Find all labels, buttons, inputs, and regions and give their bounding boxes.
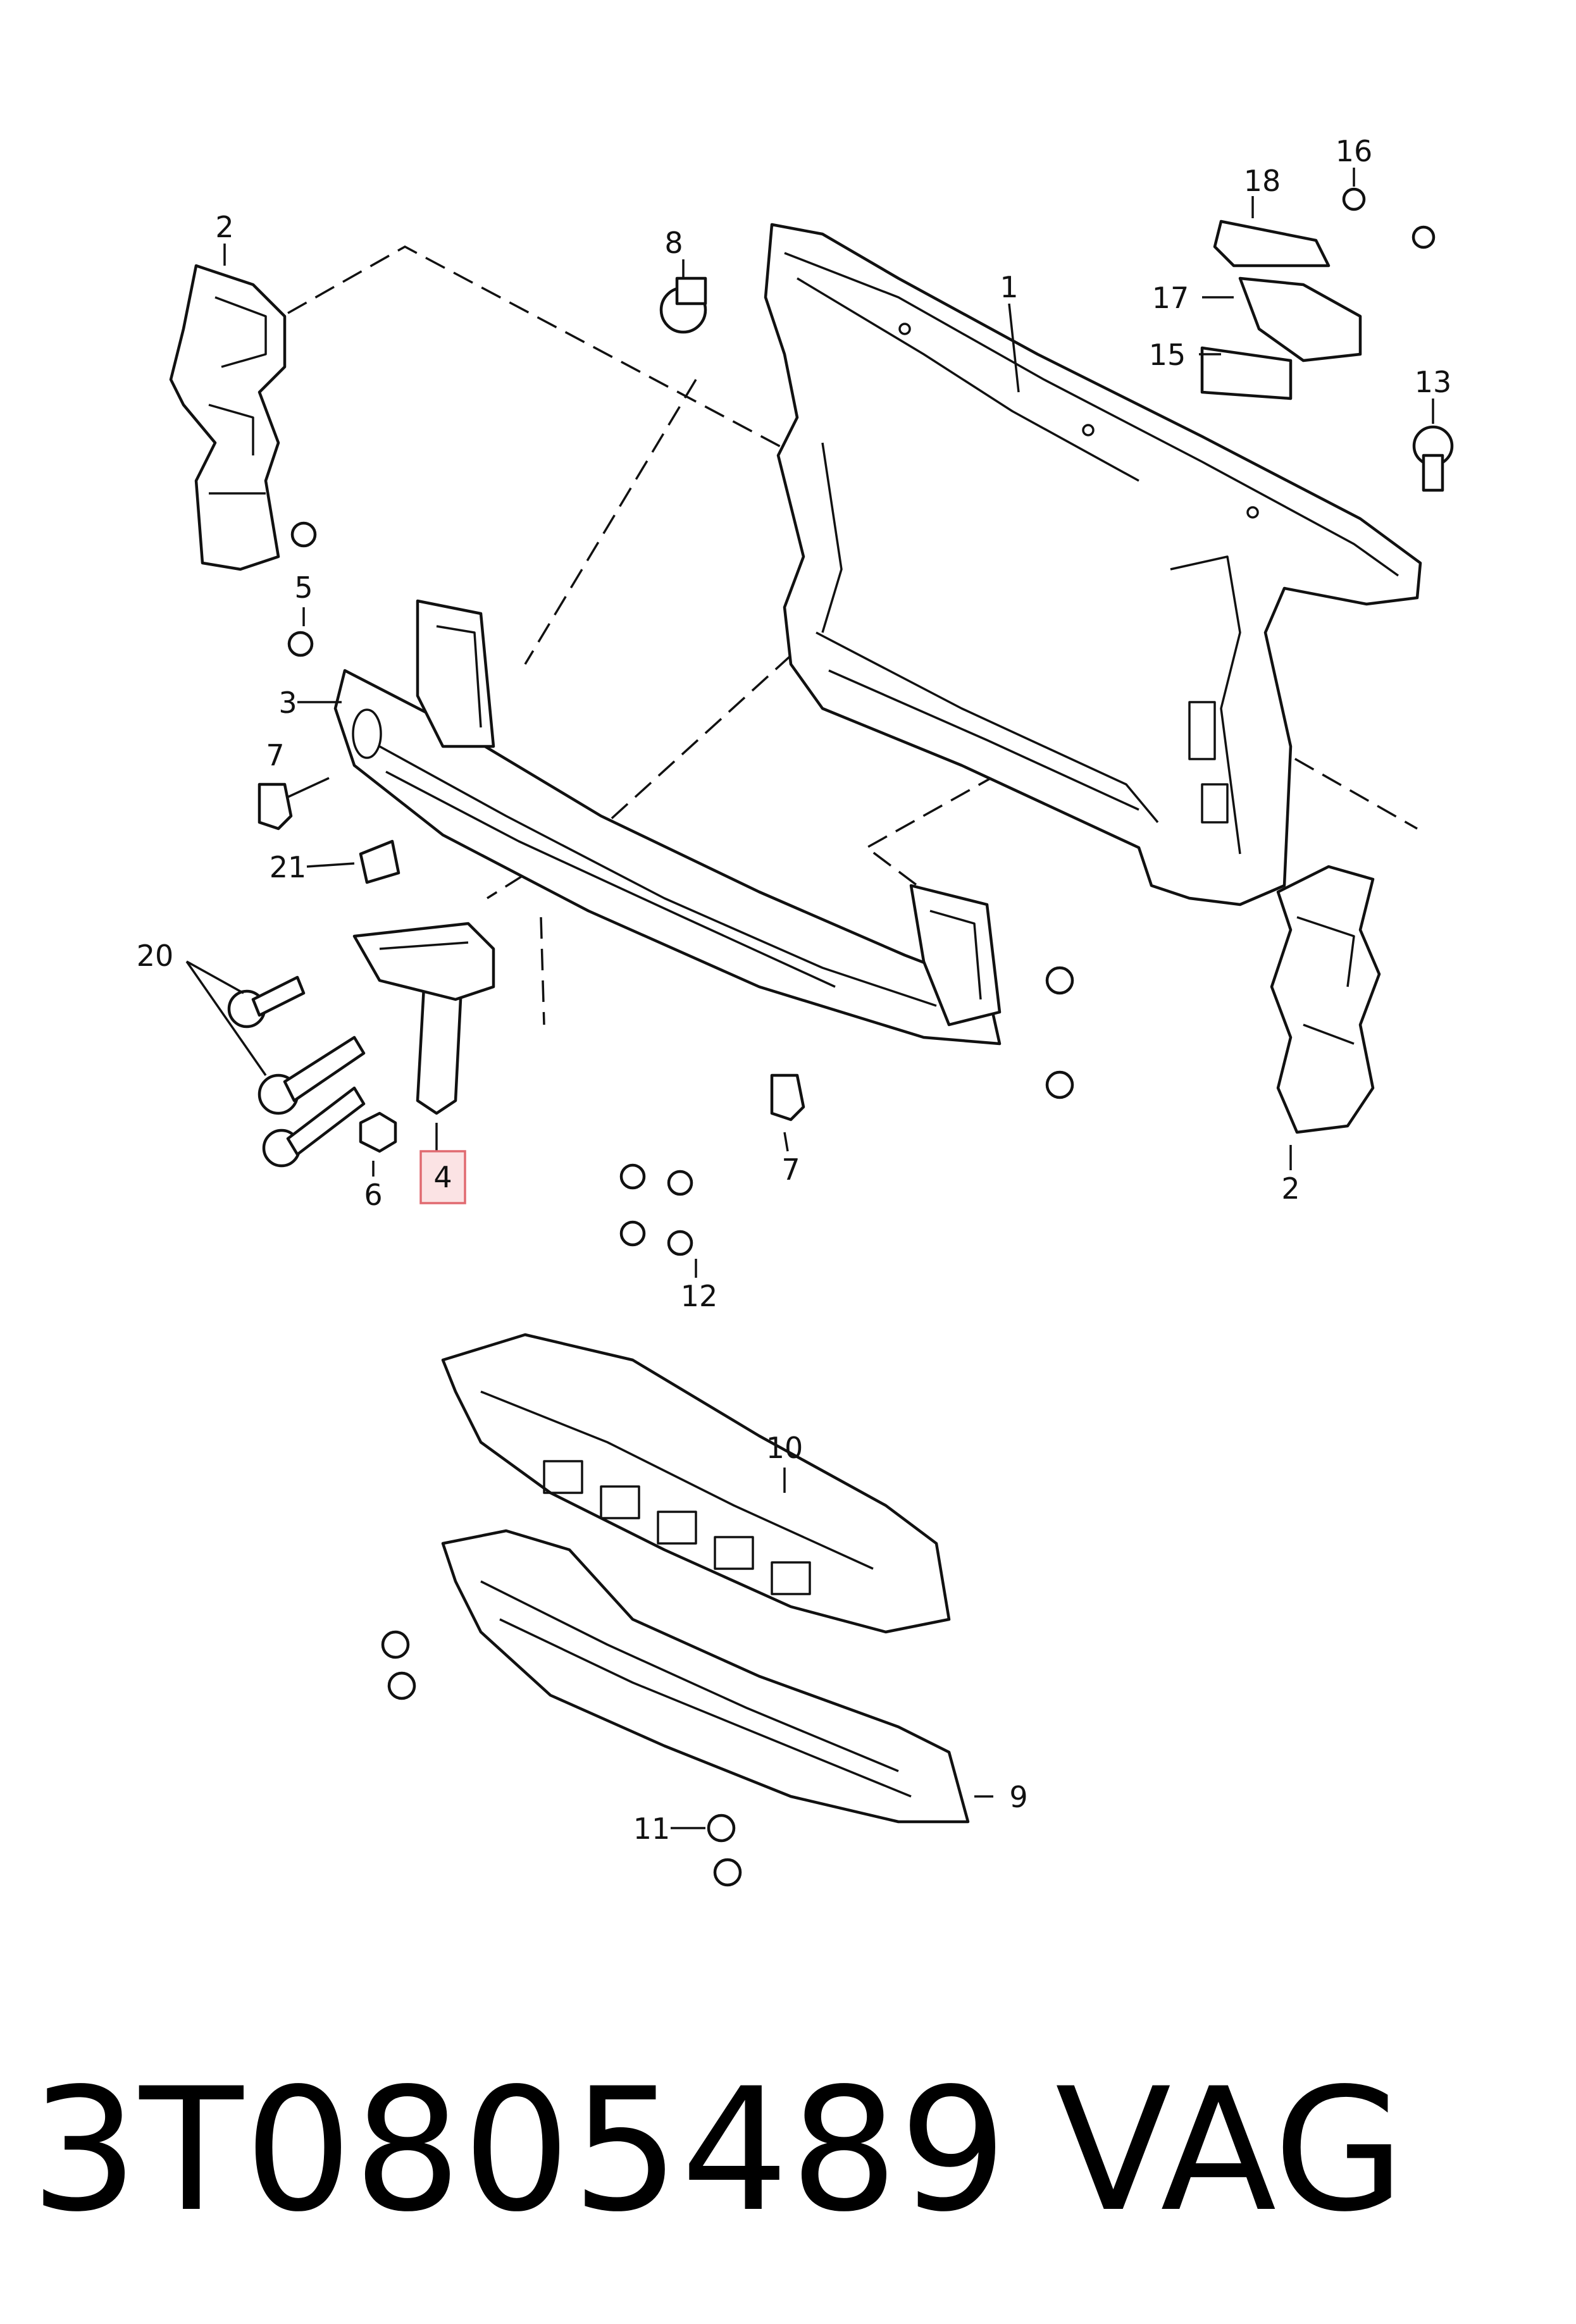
callout-16: 16 <box>1336 134 1373 168</box>
callout-6: 6 <box>364 1178 382 1212</box>
leader-lines <box>185 168 1434 1829</box>
callout-8: 8 <box>664 226 683 260</box>
callout-1: 1 <box>1000 270 1018 304</box>
callout-15: 15 <box>1149 338 1186 372</box>
callout-11: 11 <box>633 1812 671 1846</box>
bracket-part-4 <box>352 922 495 1115</box>
callout-5: 5 <box>294 571 313 605</box>
callout-17: 17 <box>1152 281 1189 315</box>
lower-carrier-part-9 <box>441 1529 970 1824</box>
callout-3: 3 <box>278 686 297 720</box>
callout-13: 13 <box>1415 365 1452 399</box>
callout-12: 12 <box>681 1279 718 1313</box>
callout-21: 21 <box>270 850 307 884</box>
absorber-part-10 <box>441 1333 951 1634</box>
callout-2-left: 2 <box>215 210 233 244</box>
callout-9: 9 <box>1009 1780 1027 1814</box>
air-guide-right-part-2 <box>1270 865 1381 1134</box>
callout-4: 4 <box>433 1160 452 1194</box>
fasteners <box>227 187 1454 1887</box>
lock-carrier-part-1 <box>764 223 1422 906</box>
callout-7-left: 7 <box>266 738 284 772</box>
callout-2-right: 2 <box>1281 1171 1300 1206</box>
bumper-beam-part-3 <box>333 599 1002 1046</box>
part-number: 3T0805489 <box>30 2052 1008 2249</box>
air-guide-left-part-2 <box>169 264 287 571</box>
brand-label: VAG <box>1055 2052 1405 2249</box>
callout-4-highlight-box <box>419 1150 466 1204</box>
footer: 3T0805489 VAG <box>30 2049 1549 2252</box>
callout-18: 18 <box>1244 164 1281 198</box>
callout-7-right: 7 <box>781 1153 800 1187</box>
callout-labels: 1 2 2 3 4 5 6 7 7 8 9 10 11 12 13 15 16 … <box>137 134 1452 1846</box>
callout-20: 20 <box>137 939 174 973</box>
callout-10: 10 <box>766 1431 804 1465</box>
